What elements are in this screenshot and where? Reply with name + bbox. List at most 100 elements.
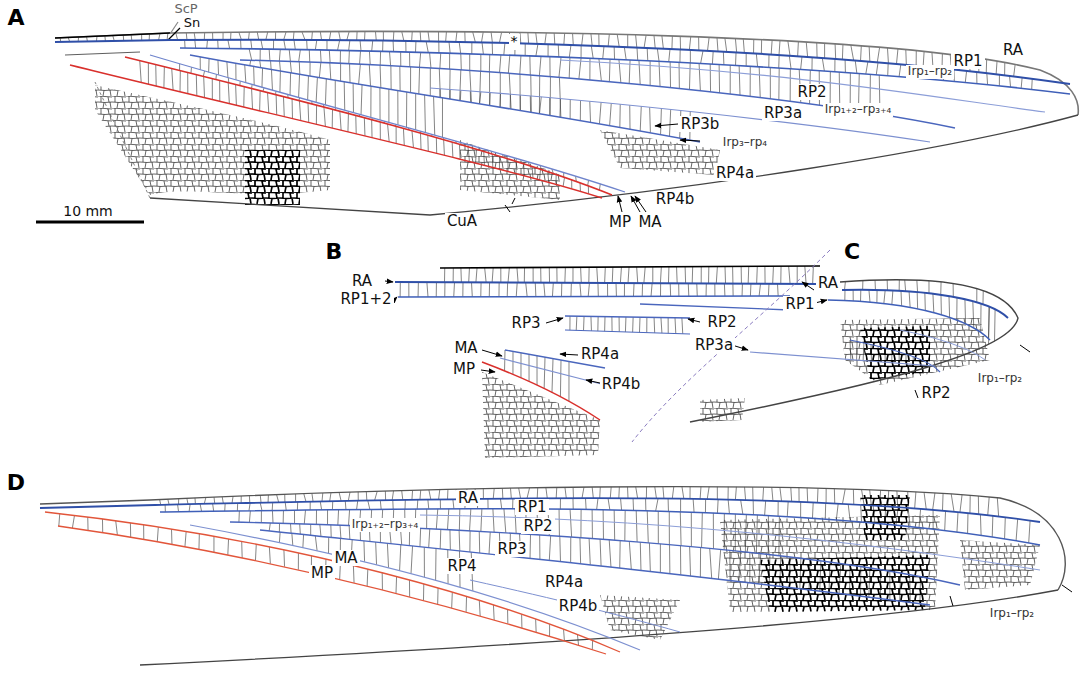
crossvein [780, 487, 782, 501]
crossvein [679, 50, 680, 63]
crossvein [608, 498, 610, 510]
crossvein [730, 65, 731, 94]
crossvein [349, 40, 350, 50]
crossvein [917, 292, 918, 309]
crossvein [504, 350, 505, 371]
crossvein [750, 66, 751, 96]
crossvein [817, 488, 819, 502]
leader-arrows [732, 282, 827, 350]
vein-label: MP [607, 214, 633, 231]
crossvein [645, 498, 646, 510]
crossvein [790, 69, 791, 102]
crossvein [284, 32, 286, 40]
vein-label: MA [636, 214, 663, 231]
crossvein [982, 291, 983, 305]
crossvein [980, 514, 982, 535]
vein-label: RP4a [714, 165, 756, 182]
crossvein [742, 284, 743, 296]
crossvein [633, 283, 635, 296]
crossvein [340, 50, 341, 63]
vein-label: RP2 [705, 314, 738, 331]
crossvein [304, 510, 305, 524]
crossvein [650, 61, 651, 86]
vein-label: Irp₁₊₂–rp₃₊₄ [350, 518, 421, 531]
crossvein [430, 68, 431, 96]
crossvein [253, 67, 255, 86]
crossvein [545, 33, 546, 44]
crossvein [620, 267, 621, 283]
crossvein [260, 503, 262, 511]
crossvein [735, 487, 737, 500]
crossvein [732, 284, 733, 297]
crossvein [58, 514, 60, 527]
crossvein [822, 58, 824, 71]
crossvein [239, 32, 242, 40]
crossvein [526, 283, 527, 297]
crossvein [604, 267, 606, 283]
crossvein [251, 40, 252, 49]
crossvein [834, 489, 835, 504]
crossvein [580, 509, 581, 537]
crossvein [842, 44, 844, 59]
crossvein [986, 73, 988, 85]
crossvein [1029, 521, 1030, 543]
crossvein [364, 118, 366, 136]
crossvein [642, 283, 643, 296]
crossvein [725, 38, 727, 52]
crossvein [535, 283, 537, 297]
crossvein [502, 488, 504, 498]
crossvein [185, 531, 186, 546]
crossvein [450, 89, 451, 99]
crossvein [72, 515, 74, 528]
crossvein [140, 61, 141, 83]
crossvein [419, 490, 421, 499]
crossvein [368, 500, 370, 509]
crossvein [429, 490, 431, 499]
crossvein [412, 131, 413, 148]
crossvein [460, 70, 461, 101]
crossvein [708, 267, 709, 284]
crossvein [953, 284, 954, 297]
crossvein [712, 51, 714, 64]
crossvein [471, 42, 472, 54]
crossvein [668, 499, 669, 512]
crossvein [805, 266, 806, 284]
crossvein [887, 63, 888, 76]
crossvein [668, 318, 669, 334]
crossvein [468, 268, 470, 283]
crossvein [999, 75, 1000, 86]
crossvein [277, 495, 279, 503]
crossvein [768, 284, 770, 296]
crossvein [659, 61, 660, 86]
crossvein [217, 40, 218, 49]
crossvein [654, 35, 655, 48]
crossvein [725, 267, 727, 284]
crossvein [1014, 64, 1015, 76]
crossvein [471, 282, 473, 296]
crossvein [899, 280, 900, 291]
crossvein [400, 282, 401, 297]
crossvein [680, 512, 682, 546]
crossvein [397, 91, 398, 125]
crossvein [529, 56, 530, 75]
crossvein [249, 503, 250, 511]
crossvein [652, 267, 653, 283]
crossvein [447, 489, 448, 499]
crossvein [499, 93, 501, 107]
crossvein [561, 283, 562, 297]
crossvein [521, 614, 522, 628]
crossvein [701, 51, 703, 64]
crossvein [485, 268, 486, 283]
crossvein [556, 267, 557, 282]
crossvein [834, 59, 835, 72]
crossvein [698, 37, 699, 50]
crossvein [372, 40, 373, 51]
crossvein [520, 353, 521, 378]
crossvein [299, 101, 300, 121]
crossvein [717, 38, 719, 52]
crossvein [405, 41, 406, 52]
crossvein [668, 267, 669, 283]
crossvein [355, 115, 356, 133]
vein-label: RA [456, 490, 480, 507]
crossvein [539, 56, 541, 75]
